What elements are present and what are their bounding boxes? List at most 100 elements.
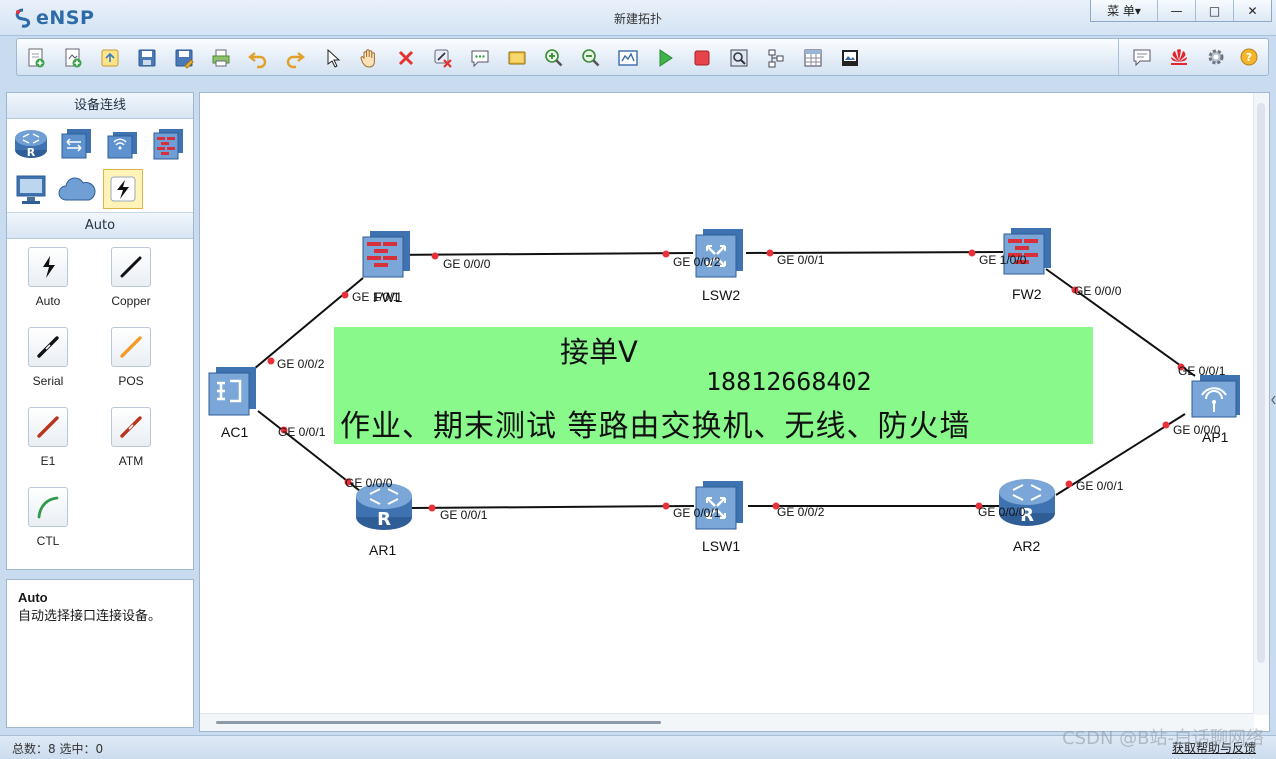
save-as-icon xyxy=(175,49,194,69)
settings-button[interactable] xyxy=(1197,42,1234,72)
link-fw1-lsw2[interactable] xyxy=(381,252,694,256)
firewall-icon xyxy=(1003,228,1051,275)
open-button[interactable] xyxy=(91,43,128,73)
add-shape-button[interactable] xyxy=(498,43,535,73)
capture-button[interactable] xyxy=(720,43,757,73)
save-as-button[interactable] xyxy=(165,43,202,73)
delete-link-button[interactable] xyxy=(424,43,461,73)
panel-edge-grip[interactable] xyxy=(1270,380,1276,420)
router-icon: R xyxy=(999,479,1055,526)
e1-tile xyxy=(28,407,68,447)
minimize-button[interactable]: — xyxy=(1157,0,1195,21)
device-label-fw1: FW1 xyxy=(373,289,403,305)
settings-icon xyxy=(1208,49,1223,65)
topology-canvas[interactable]: FW1 LSW2 FW2 AC1 AP1 R AR1 LSW1 R AR2 GE… xyxy=(199,92,1270,732)
device-category-cloud[interactable] xyxy=(57,169,97,209)
link-ac1-ar1[interactable] xyxy=(257,410,361,492)
banner-line-1: 接单V xyxy=(560,335,638,369)
device-category-firewall[interactable] xyxy=(149,123,189,163)
print-button[interactable] xyxy=(202,43,239,73)
connection-type-copper[interactable]: Copper xyxy=(101,247,161,325)
link-ar1-lsw1[interactable] xyxy=(411,505,695,509)
device-category-pc[interactable] xyxy=(11,169,51,209)
topology-button[interactable] xyxy=(757,43,794,73)
device-fw1[interactable] xyxy=(360,229,414,282)
horizontal-scrollbar[interactable] xyxy=(200,713,1254,731)
link-ar2-ap1[interactable] xyxy=(1055,413,1186,496)
device-category-wireless[interactable] xyxy=(103,123,143,163)
huawei-button[interactable] xyxy=(1160,42,1197,72)
ctl-link-icon xyxy=(37,496,59,519)
watermark: CSDN @B站-白话聊网络 xyxy=(1062,728,1264,749)
zoom-in-button[interactable] xyxy=(535,43,572,73)
fit-button[interactable] xyxy=(609,43,646,73)
undo-button[interactable] xyxy=(239,43,276,73)
screenshot-button[interactable] xyxy=(831,43,868,73)
port-label: GE 0/0/2 xyxy=(777,505,825,519)
start-device-icon xyxy=(659,49,673,67)
port-label: GE 0/0/1 xyxy=(1178,364,1226,378)
main-menu-button[interactable]: 菜 单▾ xyxy=(1107,4,1141,18)
device-ar1[interactable]: R xyxy=(354,479,414,536)
access-point-icon xyxy=(1191,375,1240,418)
redo-button[interactable] xyxy=(276,43,313,73)
connection-type-ctl[interactable]: CTL xyxy=(18,487,78,565)
delete-link-icon xyxy=(434,49,452,68)
device-category-router[interactable]: R xyxy=(11,123,51,163)
connection-label: CTL xyxy=(36,534,60,548)
chat-icon xyxy=(1133,49,1150,67)
port-label: GE 0/0/1 xyxy=(440,508,488,522)
maximize-button[interactable]: □ xyxy=(1195,0,1233,21)
horizontal-scroll-thumb[interactable] xyxy=(216,721,661,724)
link-lsw2-fw2[interactable] xyxy=(745,251,1004,254)
port-label: GE 0/0/0 xyxy=(978,505,1026,519)
connection-type-atm[interactable]: ATM xyxy=(101,407,161,485)
pan-button[interactable] xyxy=(350,43,387,73)
link-fw2-ap1[interactable] xyxy=(1045,268,1196,377)
wireless-icon xyxy=(107,132,137,159)
select-button[interactable] xyxy=(313,43,350,73)
zoom-out-button[interactable] xyxy=(572,43,609,73)
device-category-connection[interactable] xyxy=(103,169,143,209)
feedback-link[interactable]: 获取帮助与反馈 xyxy=(1171,741,1256,755)
port-label: GE 0/0/1 xyxy=(673,506,721,520)
device-fw2[interactable] xyxy=(1001,226,1055,279)
device-category-grid: R xyxy=(7,119,193,213)
connection-type-e1[interactable]: E1 xyxy=(18,407,78,485)
connection-label: E1 xyxy=(40,454,56,468)
svg-text:R: R xyxy=(377,509,391,530)
title-bar: eNSP 新建拓扑 菜 单▾ — □ ✕ xyxy=(0,0,1276,36)
table-button[interactable] xyxy=(794,43,831,73)
ctl-tile xyxy=(28,487,68,527)
chat-button[interactable] xyxy=(1123,42,1160,72)
new-topology-button[interactable] xyxy=(17,43,54,73)
connection-type-auto[interactable]: Auto xyxy=(18,247,78,325)
start-device-button[interactable] xyxy=(646,43,683,73)
window-controls: 菜 单▾ — □ ✕ xyxy=(1090,0,1272,22)
help-button[interactable]: ? xyxy=(1230,42,1267,72)
new-lab-button[interactable] xyxy=(54,43,91,73)
device-ac1[interactable] xyxy=(206,365,260,420)
connection-label: Copper xyxy=(111,294,151,308)
port-label: GE 1/0/0 xyxy=(979,253,1027,267)
banner-line-3: 作业、期末测试 等路由交换机、无线、防火墙 xyxy=(340,409,971,444)
device-label-lsw2: LSW2 xyxy=(702,287,741,303)
device-label-fw2: FW2 xyxy=(1012,286,1042,302)
device-lsw2[interactable] xyxy=(693,227,747,282)
connection-label: Auto xyxy=(35,294,61,308)
device-ar2[interactable]: R xyxy=(997,475,1057,532)
vertical-scrollbar[interactable] xyxy=(1253,93,1269,715)
vertical-scroll-thumb[interactable] xyxy=(1257,103,1265,663)
device-category-switch[interactable] xyxy=(57,123,97,163)
device-lsw1[interactable] xyxy=(693,479,747,534)
device-ap1[interactable] xyxy=(1188,369,1244,424)
connection-type-pos[interactable]: POS xyxy=(101,327,161,405)
save-button[interactable] xyxy=(128,43,165,73)
status-bar: 总数：8 选中：0 获取帮助与反馈 xyxy=(0,735,1276,759)
add-text-button[interactable] xyxy=(461,43,498,73)
close-button[interactable]: ✕ xyxy=(1233,0,1271,21)
connection-type-serial[interactable]: Serial xyxy=(18,327,78,405)
device-panel-header: 设备连线 xyxy=(7,93,193,119)
stop-device-button[interactable] xyxy=(683,43,720,73)
delete-button[interactable] xyxy=(387,43,424,73)
